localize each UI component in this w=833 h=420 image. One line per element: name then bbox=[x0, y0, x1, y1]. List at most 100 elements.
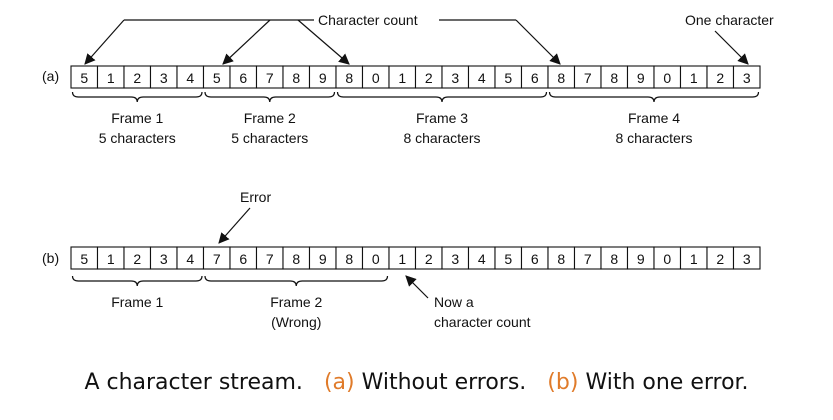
cell: 0 bbox=[653, 246, 682, 270]
cell-value: 8 bbox=[610, 70, 618, 86]
cell-value: 7 bbox=[213, 251, 221, 267]
cell-value: 3 bbox=[160, 70, 168, 86]
cell: 0 bbox=[653, 65, 682, 89]
character-count-note: character count bbox=[434, 314, 531, 330]
cell-value: 6 bbox=[531, 70, 539, 86]
cell-value: 4 bbox=[478, 70, 486, 86]
cell: 0 bbox=[361, 65, 390, 89]
frame-sublabel: 5 characters bbox=[231, 130, 308, 146]
frame-brace bbox=[204, 275, 389, 287]
cell-value: 2 bbox=[425, 70, 433, 86]
cell: 9 bbox=[626, 65, 655, 89]
cell-value: 2 bbox=[133, 70, 141, 86]
cell: 2 bbox=[123, 65, 152, 89]
cell: 3 bbox=[732, 65, 761, 89]
cell-value: 1 bbox=[107, 70, 115, 86]
now-count-arrow bbox=[405, 275, 429, 299]
cell: 3 bbox=[441, 246, 470, 270]
cell: 4 bbox=[176, 65, 205, 89]
cell-value: 8 bbox=[292, 251, 300, 267]
cell-value: 6 bbox=[239, 70, 247, 86]
cell-value: 8 bbox=[557, 251, 565, 267]
one-character-label: One character bbox=[685, 12, 774, 28]
frame-label: Frame 2 bbox=[244, 110, 296, 126]
frame-label: Frame 1 bbox=[111, 110, 163, 126]
cell: 4 bbox=[467, 65, 496, 89]
character-count-label: Character count bbox=[318, 12, 418, 28]
cell-value: 4 bbox=[478, 251, 486, 267]
cell-value: 5 bbox=[504, 251, 512, 267]
cell: 8 bbox=[547, 246, 576, 270]
figure-caption: A character stream. (a) Without errors. … bbox=[0, 370, 833, 395]
cell-value: 6 bbox=[531, 251, 539, 267]
row-a-tag: (a) bbox=[42, 68, 59, 84]
cell-value: 8 bbox=[345, 70, 353, 86]
cell-value: 4 bbox=[186, 251, 194, 267]
cell: 6 bbox=[229, 65, 258, 89]
cell-value: 1 bbox=[690, 70, 698, 86]
cell: 8 bbox=[600, 65, 629, 89]
cell: 2 bbox=[706, 65, 735, 89]
frame-brace bbox=[204, 91, 336, 103]
cell-value: 5 bbox=[504, 70, 512, 86]
cell: 7 bbox=[255, 65, 284, 89]
cell: 7 bbox=[573, 246, 602, 270]
frame-label: Frame 1 bbox=[111, 294, 163, 310]
cell: 1 bbox=[388, 65, 417, 89]
cell-value: 4 bbox=[186, 70, 194, 86]
cell: 3 bbox=[149, 246, 178, 270]
cell-value: 3 bbox=[743, 70, 751, 86]
cell-box bbox=[732, 246, 761, 270]
caption-title: A character stream. bbox=[84, 370, 303, 395]
arrow-to-frame2-count bbox=[222, 19, 271, 65]
frame-brace bbox=[71, 275, 203, 287]
cell: 0 bbox=[361, 246, 390, 270]
cell: 7 bbox=[202, 246, 231, 270]
cell-value: 1 bbox=[690, 251, 698, 267]
cell: 1 bbox=[96, 246, 125, 270]
cell: 8 bbox=[335, 65, 364, 89]
arrow-to-one-character bbox=[714, 30, 749, 65]
arrow-to-frame1-count bbox=[84, 19, 125, 65]
cell-value: 2 bbox=[425, 251, 433, 267]
frame-brace bbox=[548, 91, 760, 103]
cell-value: 3 bbox=[160, 251, 168, 267]
cell-value: 8 bbox=[345, 251, 353, 267]
cell-value: 2 bbox=[716, 70, 724, 86]
error-label: Error bbox=[240, 189, 271, 205]
frame-sublabel: 5 characters bbox=[99, 130, 176, 146]
frame-sublabel: 8 characters bbox=[403, 130, 480, 146]
cell-box bbox=[732, 65, 761, 89]
cell-value: 1 bbox=[398, 70, 406, 86]
cell: 5 bbox=[202, 65, 231, 89]
cell-value: 9 bbox=[319, 251, 327, 267]
frame-label: Frame 3 bbox=[416, 110, 468, 126]
cell: 3 bbox=[149, 65, 178, 89]
cell-value: 0 bbox=[372, 251, 380, 267]
cell-value: 7 bbox=[584, 70, 592, 86]
cell: 8 bbox=[600, 246, 629, 270]
cell: 6 bbox=[520, 65, 549, 89]
cell: 5 bbox=[494, 246, 523, 270]
cell-value: 1 bbox=[107, 251, 115, 267]
cell-value: 1 bbox=[398, 251, 406, 267]
cell: 3 bbox=[441, 65, 470, 89]
cell-value: 6 bbox=[239, 251, 247, 267]
cell: 9 bbox=[308, 246, 337, 270]
frame-label: Frame 2 bbox=[270, 294, 322, 310]
frame-sublabel: 8 characters bbox=[615, 130, 692, 146]
arrow-to-frame3-count bbox=[297, 19, 350, 65]
cell: 8 bbox=[282, 246, 311, 270]
row-b-tag: (b) bbox=[42, 250, 59, 266]
cell: 9 bbox=[626, 246, 655, 270]
cell-value: 0 bbox=[663, 70, 671, 86]
cell: 4 bbox=[176, 246, 205, 270]
cell: 6 bbox=[229, 246, 258, 270]
cell-value: 8 bbox=[610, 251, 618, 267]
caption-b-text: With one error. bbox=[585, 370, 749, 395]
frame-label: Frame 4 bbox=[628, 110, 680, 126]
cell: 8 bbox=[282, 65, 311, 89]
